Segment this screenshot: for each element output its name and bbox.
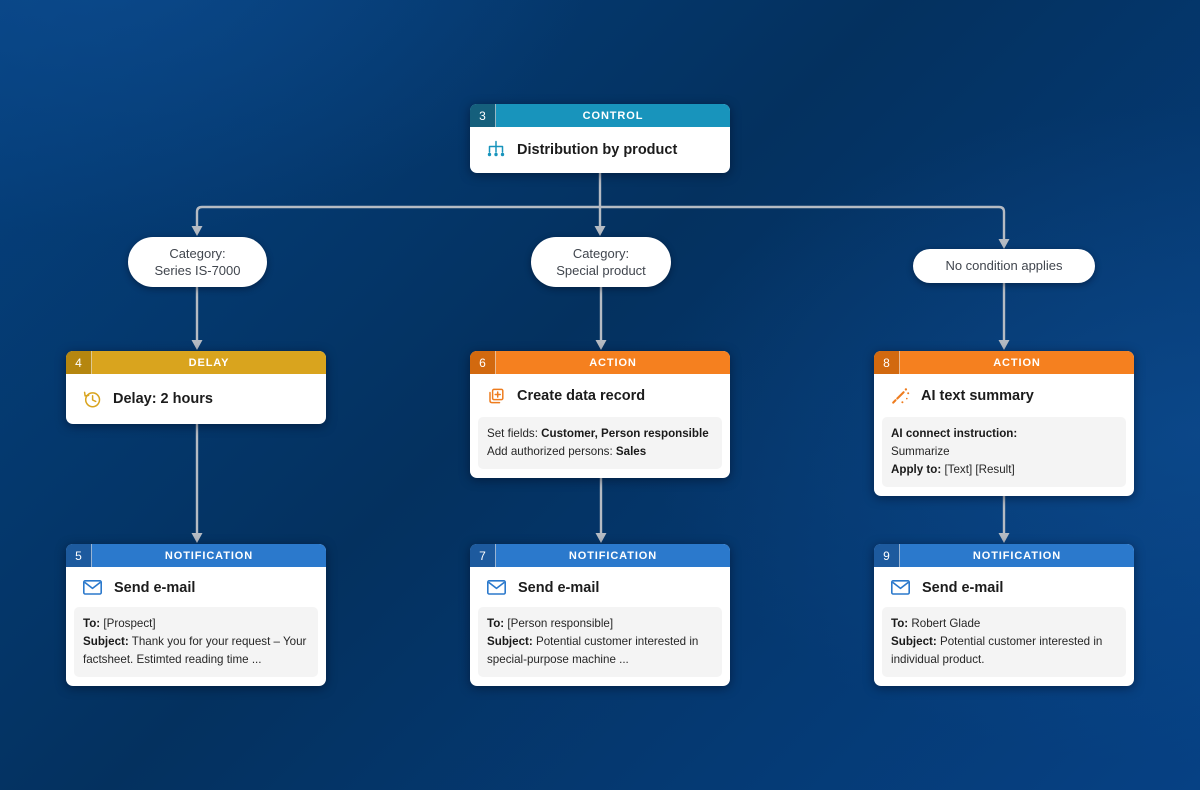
condition-line: Category: bbox=[572, 245, 630, 261]
detail-line-to: To: [Person responsible] bbox=[487, 617, 614, 630]
node-type-label: DELAY bbox=[188, 356, 230, 369]
node-title-row: Send e-mail bbox=[874, 567, 1134, 607]
node-email-prospect[interactable]: 5 NOTIFICATION Send e-mail To: [Prospect… bbox=[66, 544, 326, 687]
node-title: Send e-mail bbox=[518, 579, 600, 596]
node-details: AI connect instruction: Summarize Apply … bbox=[882, 417, 1126, 488]
ai-wand-icon bbox=[890, 386, 910, 406]
node-details: To: [Person responsible] Subject: Potent… bbox=[478, 607, 722, 678]
node-title-row: Send e-mail bbox=[470, 567, 730, 607]
condition-pill-none[interactable]: No condition applies bbox=[913, 249, 1095, 283]
condition-line: No condition applies bbox=[945, 258, 1063, 274]
mail-icon bbox=[486, 579, 507, 596]
add-record-icon bbox=[486, 386, 506, 406]
node-number-badge: 7 bbox=[470, 544, 496, 567]
node-create-data-record[interactable]: 6 ACTION Create data record Set fields: … bbox=[470, 351, 730, 479]
detail-line: Summarize bbox=[891, 445, 950, 459]
node-header: 9 NOTIFICATION bbox=[874, 544, 1134, 567]
node-header: 3 CONTROL bbox=[470, 104, 730, 127]
distribution-icon bbox=[486, 140, 506, 159]
node-title-row: AI text summary bbox=[874, 374, 1134, 417]
node-title: Delay: 2 hours bbox=[113, 391, 213, 407]
node-details: To: Robert Glade Subject: Potential cust… bbox=[882, 607, 1126, 678]
mail-icon bbox=[82, 579, 103, 596]
node-ai-text-summary[interactable]: 8 ACTION AI text summary AI connect inst… bbox=[874, 351, 1134, 497]
condition-pill-special[interactable]: Category: Special product bbox=[531, 237, 671, 287]
node-details: To: [Prospect] Subject: Thank you for yo… bbox=[74, 607, 318, 678]
node-title: Create data record bbox=[517, 388, 646, 404]
detail-line: AI connect instruction: bbox=[891, 427, 1018, 440]
condition-line: Series IS-7000 bbox=[154, 263, 241, 278]
node-email-robert-glade[interactable]: 9 NOTIFICATION Send e-mail To: Robert Gl… bbox=[874, 544, 1134, 687]
node-number-badge: 3 bbox=[470, 104, 496, 127]
node-number-badge: 6 bbox=[470, 351, 496, 374]
node-type-label: ACTION bbox=[993, 356, 1041, 369]
node-title-row: Distribution by product bbox=[470, 127, 730, 173]
detail-line: Add authorized persons: Sales bbox=[487, 445, 647, 459]
node-type-label: ACTION bbox=[589, 356, 637, 369]
condition-pill-series[interactable]: Category: Series IS-7000 bbox=[128, 237, 267, 287]
node-details: Set fields: Customer, Person responsible… bbox=[478, 417, 722, 470]
detail-line-to: To: Robert Glade bbox=[891, 617, 981, 630]
node-type-label: CONTROL bbox=[582, 109, 644, 122]
node-email-person-responsible[interactable]: 7 NOTIFICATION Send e-mail To: [Person r… bbox=[470, 544, 730, 687]
node-control-distribution[interactable]: 3 CONTROL Distribution by product bbox=[470, 104, 730, 173]
node-title: AI text summary bbox=[921, 388, 1034, 404]
node-header: 6 ACTION bbox=[470, 351, 730, 374]
node-header: 4 DELAY bbox=[66, 351, 326, 374]
node-title: Send e-mail bbox=[114, 579, 196, 596]
condition-line: Special product bbox=[556, 263, 646, 278]
detail-line-to: To: [Prospect] bbox=[83, 617, 156, 630]
node-header: 7 NOTIFICATION bbox=[470, 544, 730, 567]
condition-line: Category: bbox=[169, 245, 226, 261]
node-number-badge: 8 bbox=[874, 351, 900, 374]
node-type-label: NOTIFICATION bbox=[972, 549, 1062, 562]
detail-line: Set fields: Customer, Person responsible bbox=[487, 427, 709, 440]
node-title-row: Send e-mail bbox=[66, 567, 326, 607]
node-type-label: NOTIFICATION bbox=[568, 549, 658, 562]
detail-line-subject: Subject: Potential customer interested i… bbox=[487, 635, 699, 667]
mail-icon bbox=[890, 579, 911, 596]
node-title-row: Delay: 2 hours bbox=[66, 374, 326, 424]
node-title-row: Create data record bbox=[470, 374, 730, 417]
node-number-badge: 9 bbox=[874, 544, 900, 567]
node-header: 5 NOTIFICATION bbox=[66, 544, 326, 567]
node-header: 8 ACTION bbox=[874, 351, 1134, 374]
history-clock-icon bbox=[82, 389, 102, 409]
node-type-label: NOTIFICATION bbox=[164, 549, 254, 562]
node-title: Send e-mail bbox=[922, 579, 1004, 596]
node-number-badge: 4 bbox=[66, 351, 92, 374]
detail-line-subject: Subject: Potential customer interested i… bbox=[891, 635, 1103, 667]
detail-line: Apply to: [Text] [Result] bbox=[891, 463, 1015, 477]
node-delay[interactable]: 4 DELAY Delay: 2 hours bbox=[66, 351, 326, 424]
node-title: Distribution by product bbox=[517, 141, 678, 158]
node-number-badge: 5 bbox=[66, 544, 92, 567]
detail-line-subject: Subject: Thank you for your request – Yo… bbox=[83, 635, 307, 667]
